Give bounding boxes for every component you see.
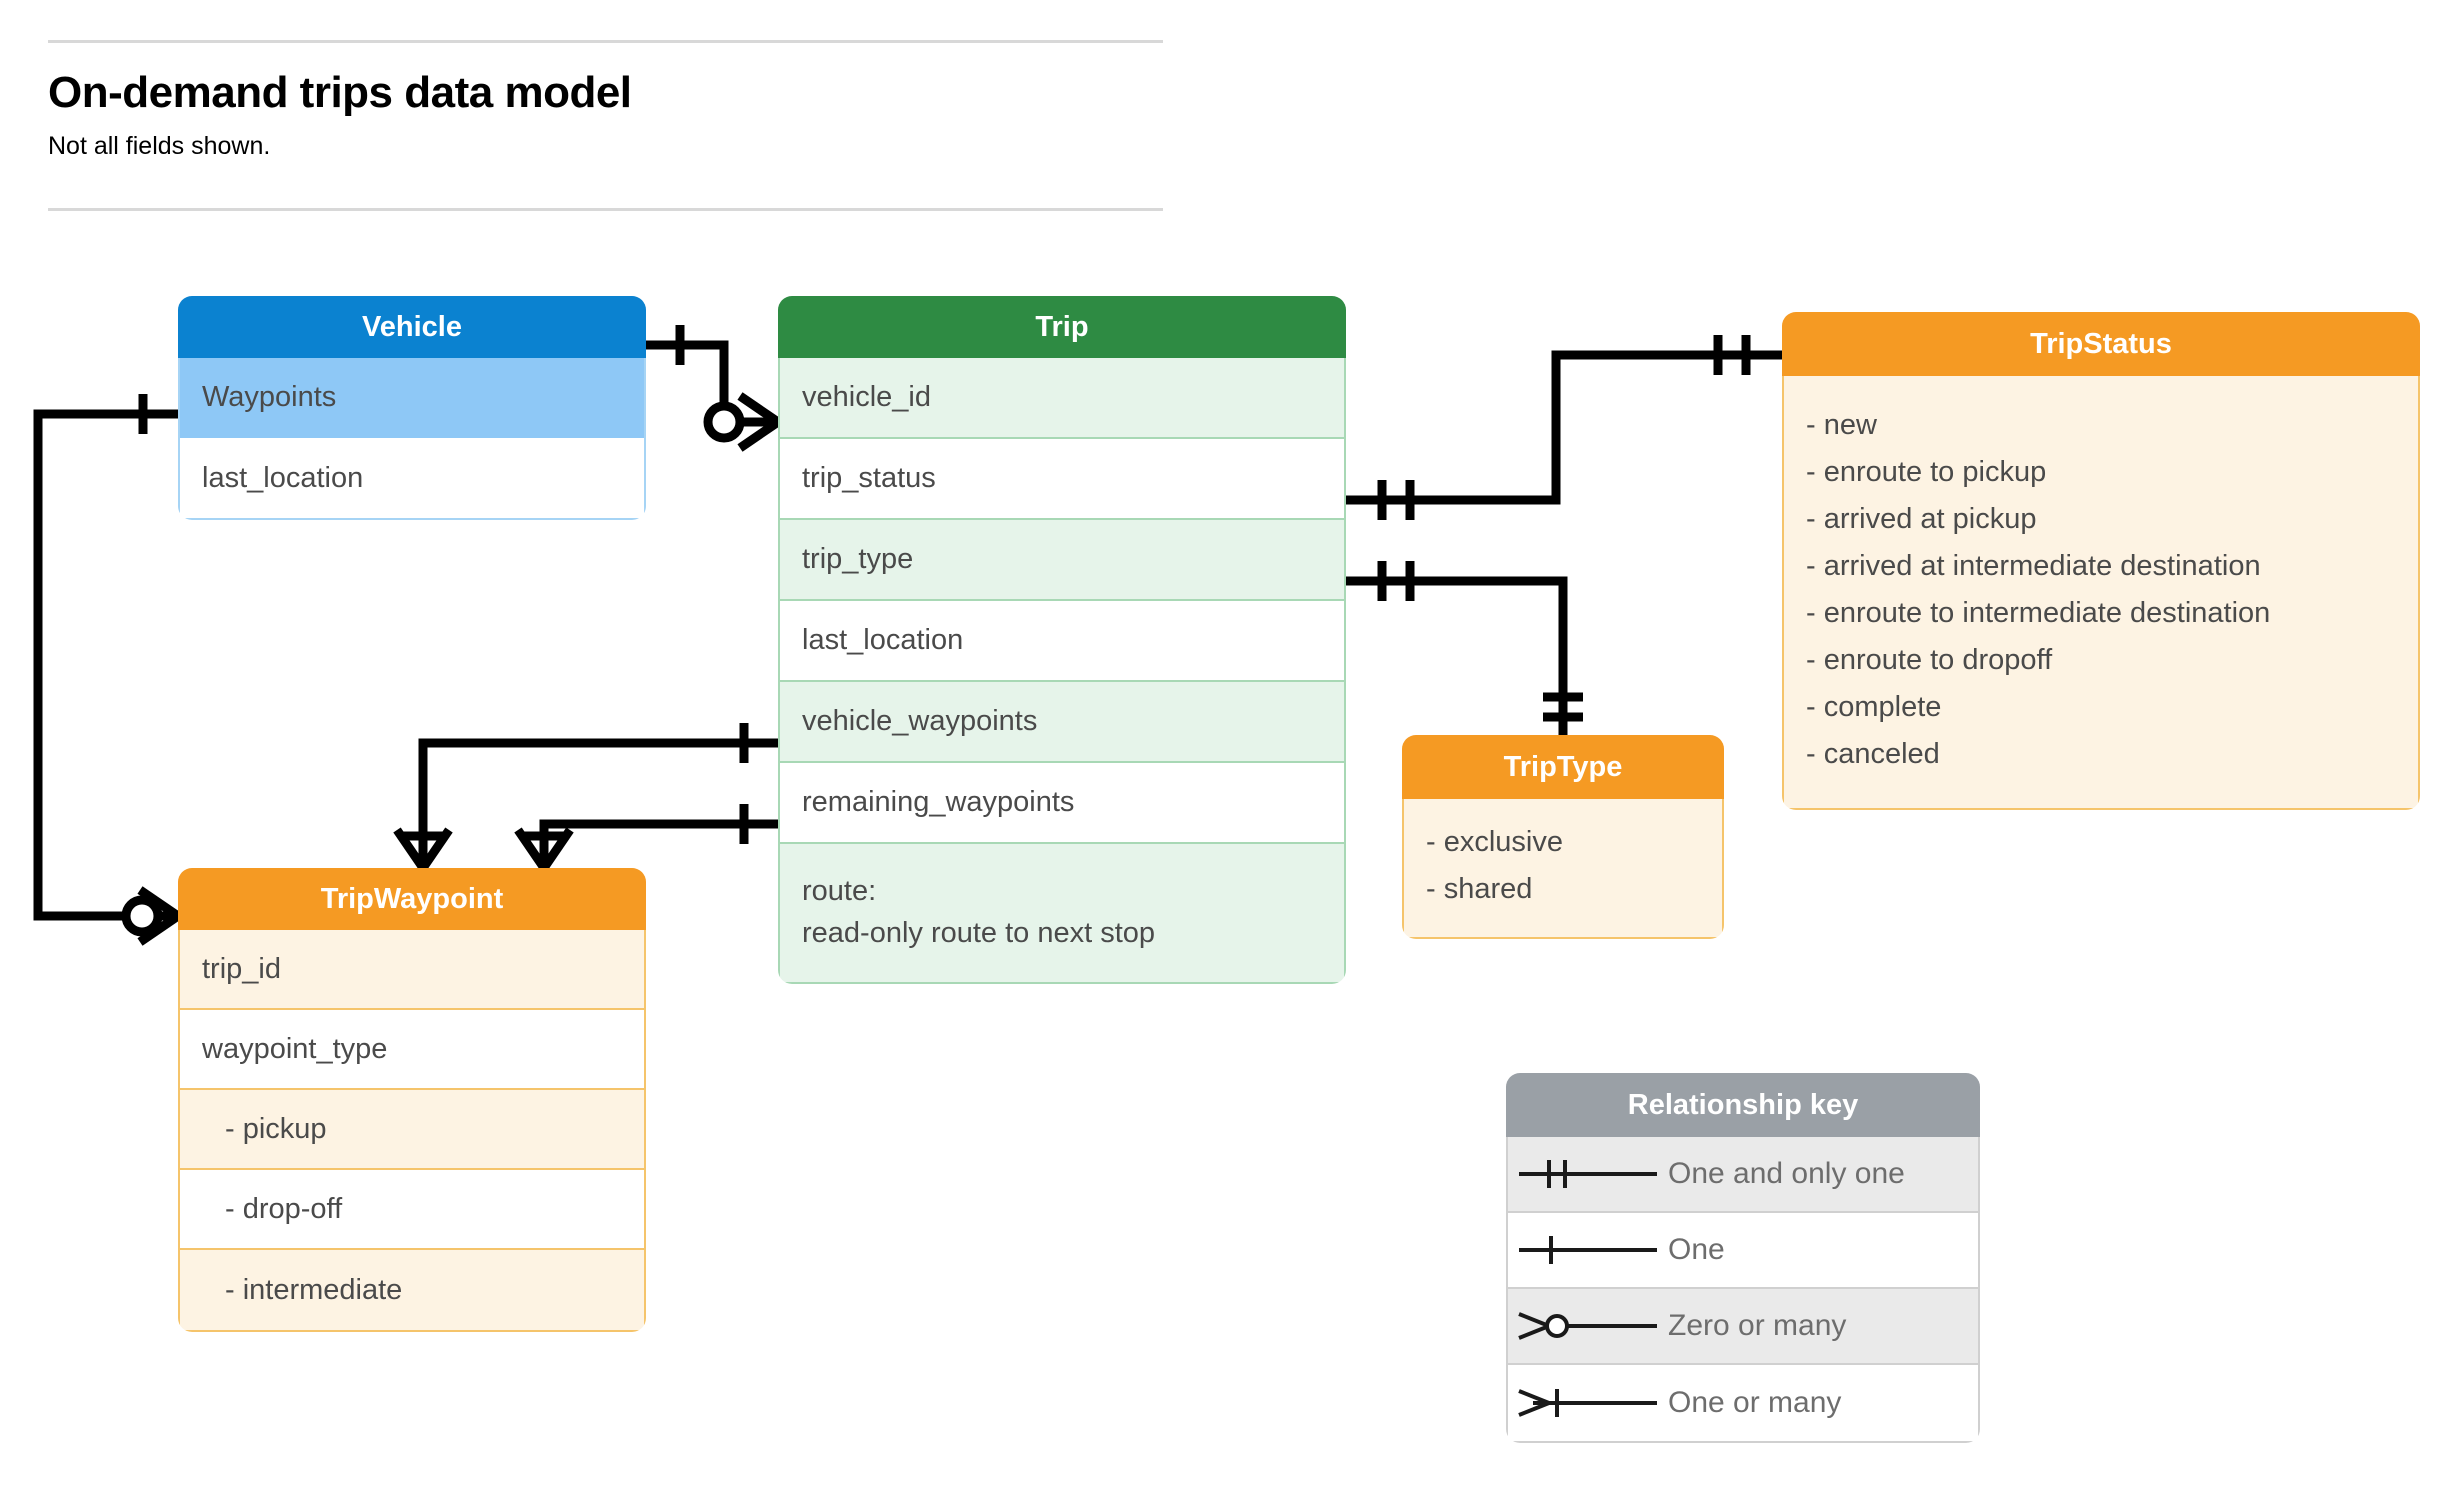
tripstatus-value: - arrived at intermediate destination <box>1806 549 2261 582</box>
legend-item-one-or-many[interactable]: One or many <box>1508 1365 1978 1441</box>
crowfoot-tripwaypoint-left <box>137 886 181 946</box>
connector-trip-status-to-tripstatus <box>1346 350 1782 505</box>
zero-or-many-icon <box>1508 1303 1668 1349</box>
entity-tripstatus[interactable]: TripStatus - new - enroute to pickup - a… <box>1782 312 2420 810</box>
entity-tripstatus-title: TripStatus <box>1782 312 2420 376</box>
entity-trip-title: Trip <box>778 296 1346 358</box>
entity-vehicle-title: Vehicle <box>178 296 646 358</box>
connector-vehicle-waypoints-row-to-tripwaypoint <box>418 738 778 868</box>
field-trip-route[interactable]: route: read-only route to next stop <box>780 844 1344 982</box>
entity-triptype-title: TripType <box>1402 735 1724 799</box>
tripstatus-value: - new <box>1806 409 1877 441</box>
crowfoot-tripwaypoint-top-b <box>514 827 574 871</box>
entity-tripwaypoint-fields: trip_id waypoint_type - pickup - drop-of… <box>178 930 646 1332</box>
entity-tripwaypoint-title: TripWaypoint <box>178 868 646 930</box>
field-trip-trip-status[interactable]: trip_status <box>780 439 1344 520</box>
tripstatus-value: - canceled <box>1806 737 1940 770</box>
entity-vehicle-fields: Waypoints last_location <box>178 358 646 520</box>
connector-vehicle-to-trip <box>646 340 778 427</box>
field-trip-last-location[interactable]: last_location <box>780 601 1344 682</box>
one-icon <box>1508 1227 1668 1273</box>
header-rule-top <box>48 40 1163 43</box>
legend-item-one[interactable]: One <box>1508 1213 1978 1289</box>
field-trip-trip-type[interactable]: trip_type <box>780 520 1344 601</box>
connector-remaining-waypoints-to-tripwaypoint <box>539 819 778 868</box>
field-tripwaypoint-intermediate[interactable]: - intermediate <box>180 1250 644 1330</box>
field-trip-route-description: read-only route to next stop <box>802 917 1156 950</box>
tripstatus-value: - arrived at pickup <box>1806 502 2037 535</box>
field-tripwaypoint-pickup[interactable]: - pickup <box>180 1090 644 1170</box>
legend-item-label: Zero or many <box>1668 1309 1847 1342</box>
crowfoot-trip-vehicle-id <box>737 392 781 452</box>
field-trip-route-label: route: <box>802 875 877 907</box>
legend-body: One and only one One <box>1506 1137 1980 1443</box>
entity-tripwaypoint[interactable]: TripWaypoint trip_id waypoint_type - pic… <box>178 868 646 1332</box>
entity-trip-fields: vehicle_id trip_status trip_type last_lo… <box>778 358 1346 984</box>
legend-item-label: One and only one <box>1668 1157 1905 1190</box>
connector-vehicle-waypoints-to-tripwaypoint <box>33 409 178 921</box>
connector-trip-type-to-triptype <box>1346 576 1568 735</box>
entity-vehicle[interactable]: Vehicle Waypoints last_location <box>178 296 646 520</box>
triptype-value: - exclusive <box>1426 826 1563 858</box>
legend-item-zero-or-many[interactable]: Zero or many <box>1508 1289 1978 1365</box>
header-rule-bottom <box>48 208 1163 211</box>
field-trip-remaining-waypoints[interactable]: remaining_waypoints <box>780 763 1344 844</box>
entity-tripstatus-values: - new - enroute to pickup - arrived at p… <box>1782 376 2420 810</box>
field-vehicle-waypoints[interactable]: Waypoints <box>180 358 644 438</box>
page-title: On-demand trips data model <box>48 68 632 117</box>
tripstatus-value: - enroute to pickup <box>1806 455 2047 488</box>
legend-title: Relationship key <box>1506 1073 1980 1137</box>
field-vehicle-last-location[interactable]: last_location <box>180 438 644 518</box>
one-and-only-one-icon <box>1508 1151 1668 1197</box>
legend-item-label: One <box>1668 1233 1725 1266</box>
optional-circle-tripwaypoint-left <box>121 895 163 937</box>
tripstatus-value: - enroute to dropoff <box>1806 643 2053 676</box>
crowfoot-tripwaypoint-top-a <box>393 827 453 871</box>
page-subtitle: Not all fields shown. <box>48 132 271 160</box>
tripstatus-value: - enroute to intermediate destination <box>1806 596 2271 629</box>
field-trip-vehicle-waypoints[interactable]: vehicle_waypoints <box>780 682 1344 763</box>
field-tripwaypoint-drop-off[interactable]: - drop-off <box>180 1170 644 1250</box>
relationship-key-legend[interactable]: Relationship key One and only one <box>1506 1073 1980 1443</box>
one-or-many-icon <box>1508 1380 1668 1426</box>
field-tripwaypoint-waypoint-type[interactable]: waypoint_type <box>180 1010 644 1090</box>
entity-trip[interactable]: Trip vehicle_id trip_status trip_type la… <box>778 296 1346 984</box>
entity-triptype[interactable]: TripType - exclusive - shared <box>1402 735 1724 939</box>
triptype-value: - shared <box>1426 872 1533 905</box>
entity-triptype-values: - exclusive - shared <box>1402 799 1724 939</box>
optional-circle-trip-vehicle-id <box>703 401 745 443</box>
field-tripwaypoint-trip-id[interactable]: trip_id <box>180 930 644 1010</box>
tripstatus-value: - complete <box>1806 690 1942 723</box>
field-trip-vehicle-id[interactable]: vehicle_id <box>780 358 1344 439</box>
legend-item-one-and-only-one[interactable]: One and only one <box>1508 1137 1978 1213</box>
legend-item-label: One or many <box>1668 1386 1842 1419</box>
page-header: On-demand trips data model Not all field… <box>0 0 1170 215</box>
